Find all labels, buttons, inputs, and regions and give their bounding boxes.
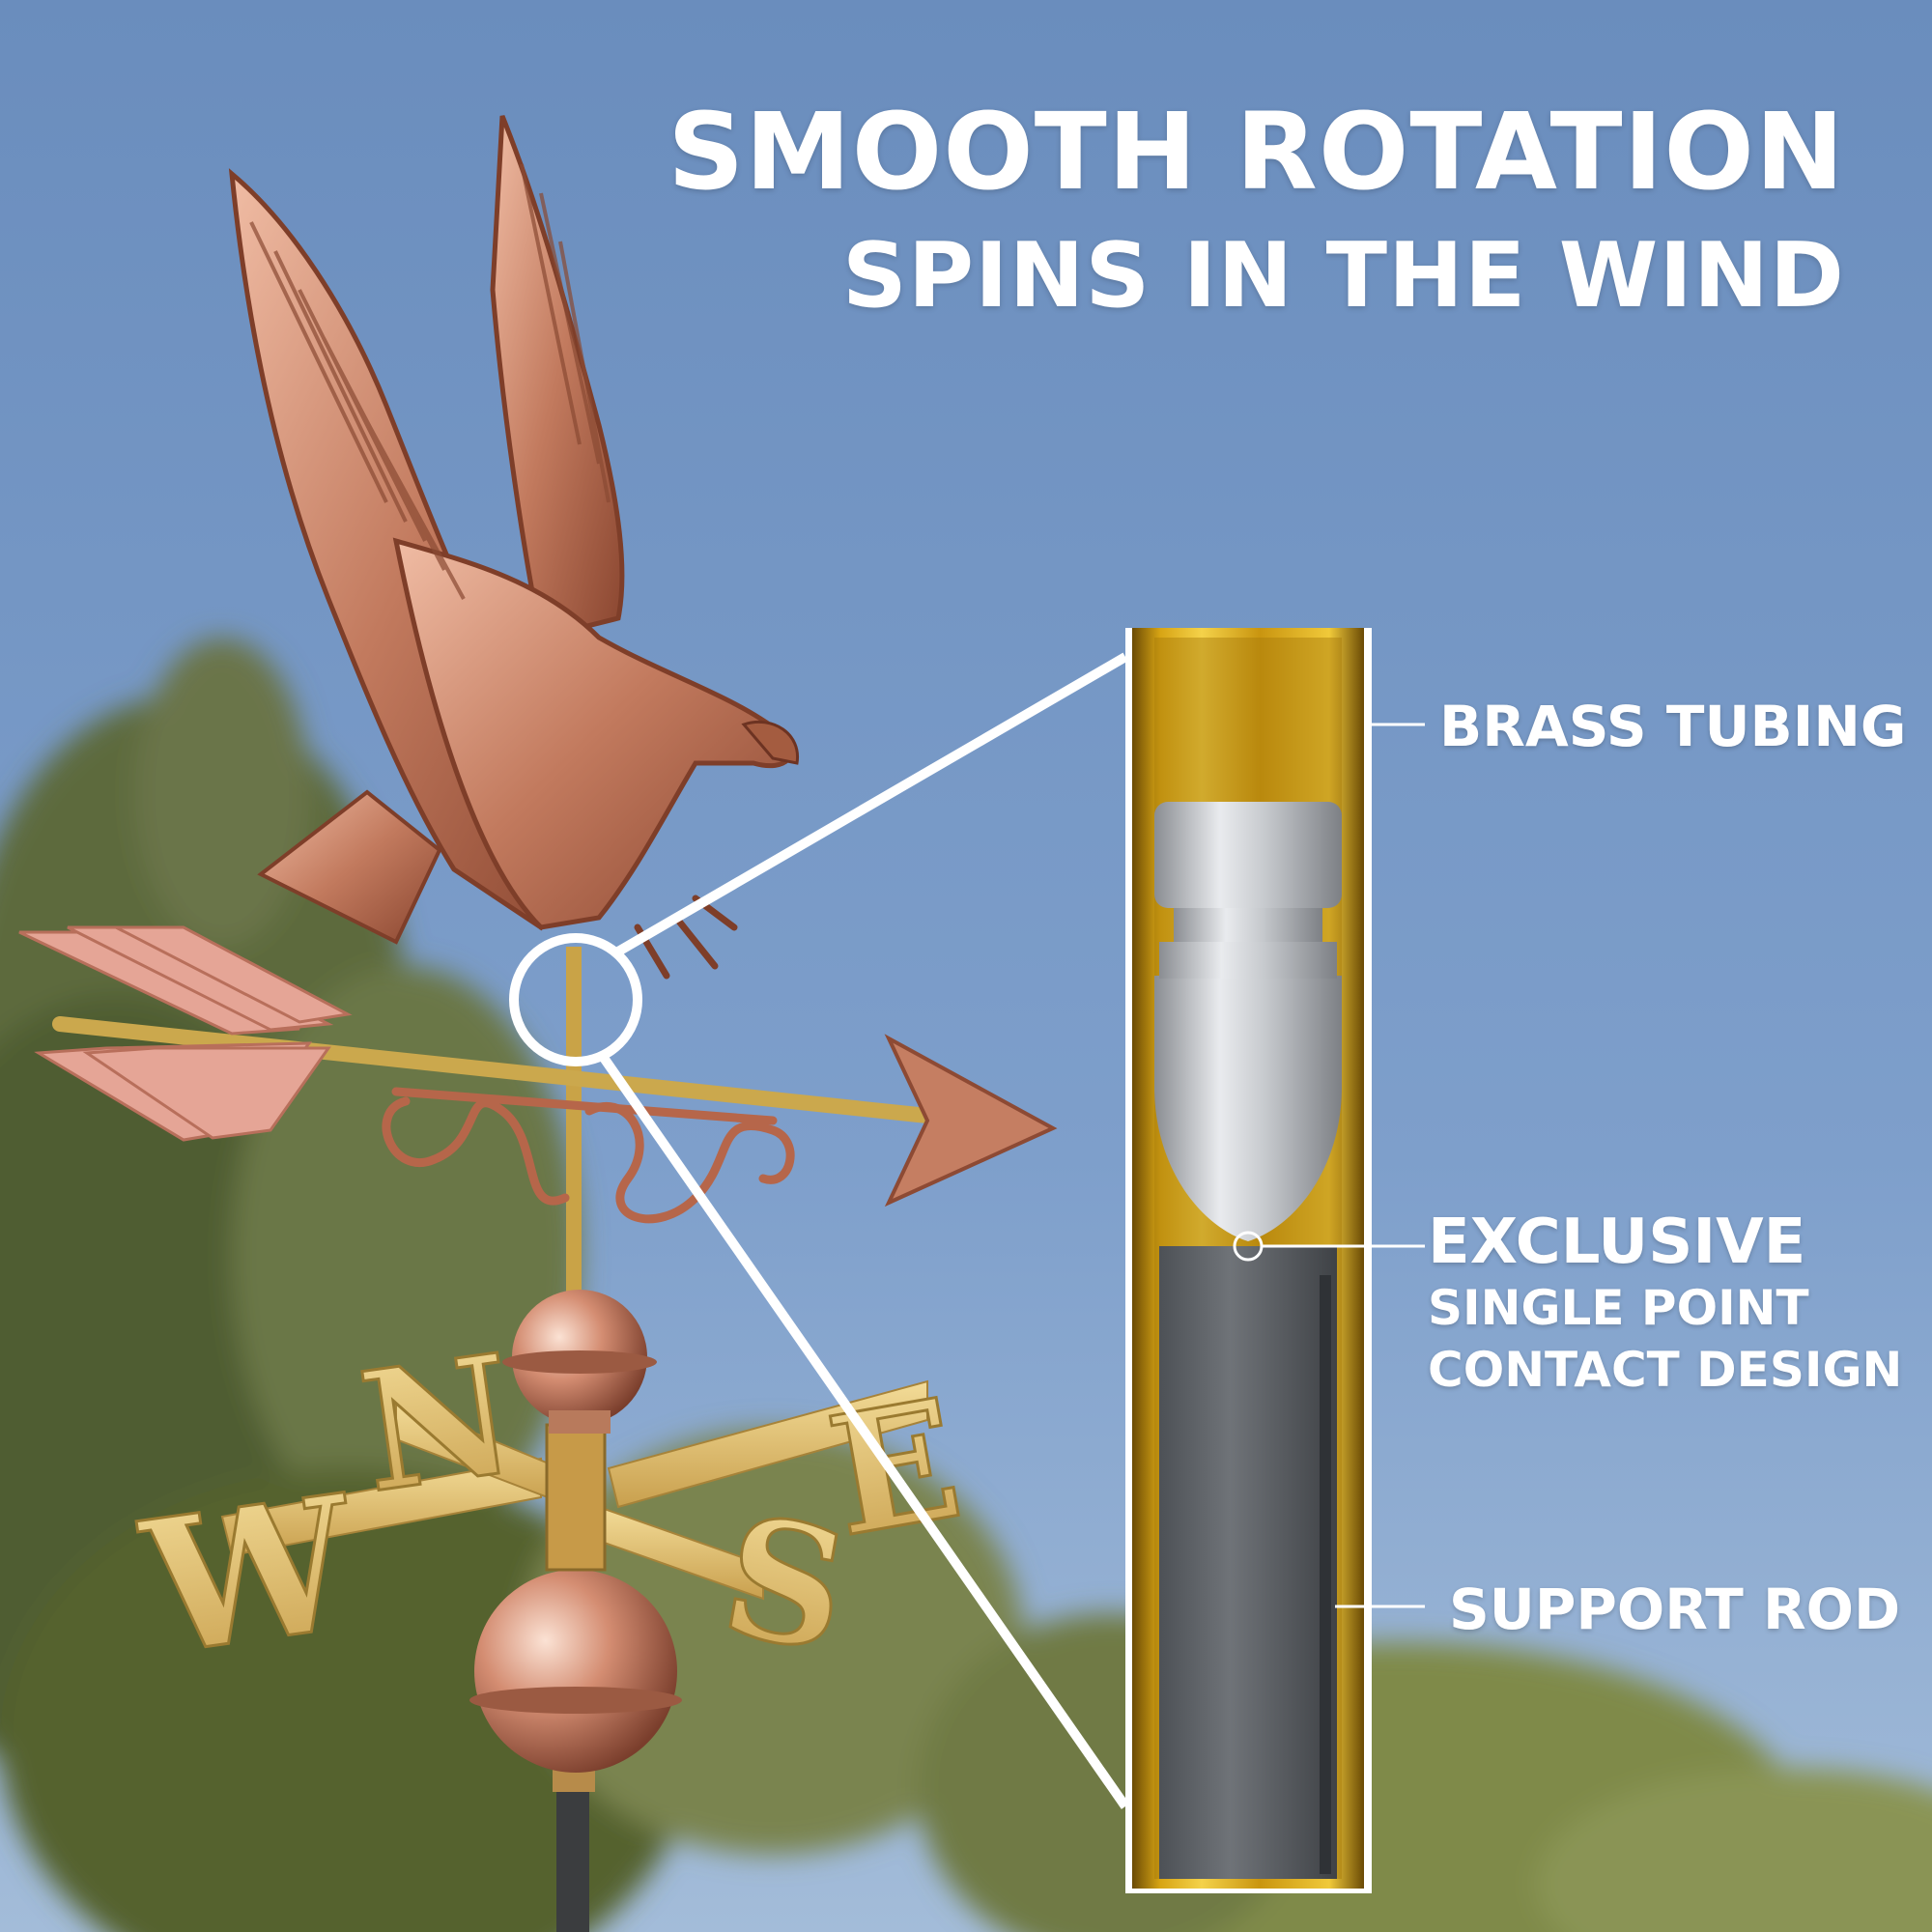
exclusive-label: EXCLUSIVE xyxy=(1428,1207,1806,1278)
cutaway-detail xyxy=(1125,628,1372,1893)
contact-design-label: CONTACT DESIGN xyxy=(1428,1342,1903,1398)
headline-line-1: SMOOTH ROTATION xyxy=(668,90,1845,213)
center-collar xyxy=(545,1423,607,1572)
brass-tubing-label: BRASS TUBING xyxy=(1439,694,1907,759)
arrow-shaft xyxy=(52,1016,935,1123)
headline-line-2: SPINS IN THE WIND xyxy=(841,223,1845,327)
compass-letter-west: W xyxy=(130,1454,369,1696)
copper-eagle xyxy=(228,115,799,980)
lower-copper-ball xyxy=(469,1570,682,1792)
support-rod-label: SUPPORT ROD xyxy=(1449,1577,1901,1642)
main-pole xyxy=(556,1777,589,1932)
highlight-circle xyxy=(509,933,642,1066)
scroll-ornaments xyxy=(382,1087,795,1224)
compass-letter-north: N xyxy=(351,1318,526,1530)
steel-pivot xyxy=(1154,802,1342,1241)
zoom-line-top xyxy=(615,652,1128,956)
contact-design-callout: EXCLUSIVE SINGLE POINT CONTACT DESIGN xyxy=(1428,1208,1902,1401)
arrow-feathers xyxy=(18,925,353,1142)
upper-copper-ball xyxy=(502,1290,657,1434)
arrow-head xyxy=(884,1034,1058,1208)
spindle xyxy=(566,947,582,1294)
headline: SMOOTH ROTATION SPINS IN THE WIND xyxy=(668,92,1845,338)
single-point-label: SINGLE POINT xyxy=(1428,1280,1809,1336)
support-rod-cross-section xyxy=(1159,1246,1337,1879)
zoom-line-bottom xyxy=(599,1055,1130,1809)
